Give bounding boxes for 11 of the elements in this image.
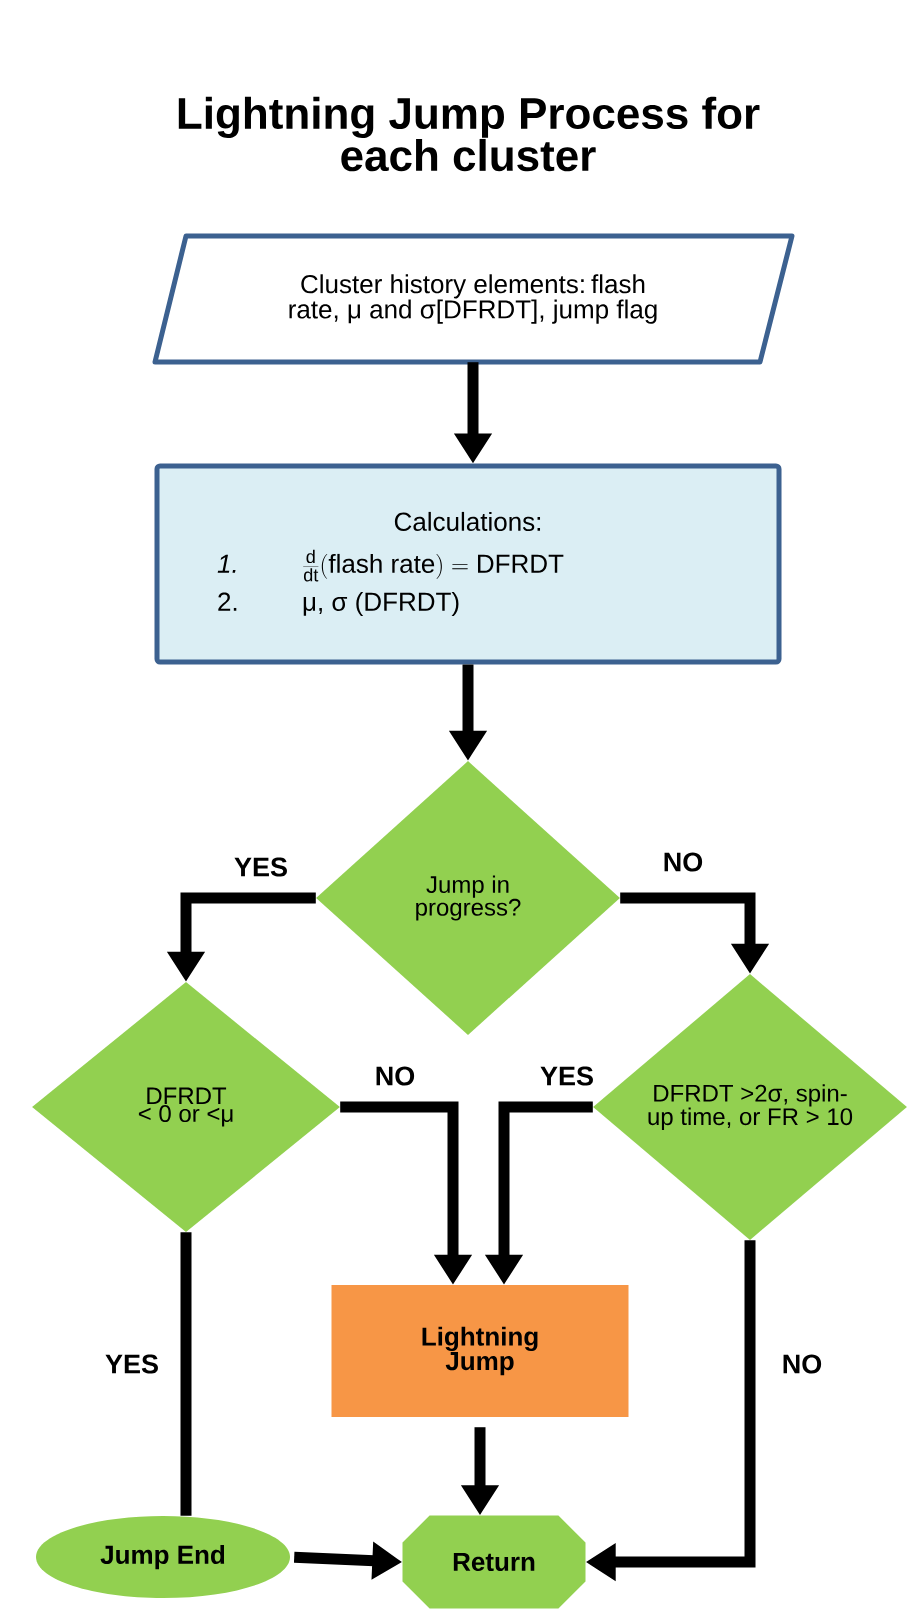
input-parallelogram: Cluster history elements: flash rate, μ and σ[DFRDT], jump flag	[152, 233, 795, 365]
edge-label: YES	[103, 1352, 161, 1376]
process-box: Lightning Jump	[331, 1285, 629, 1417]
edge-label: YES	[232, 855, 290, 879]
title: Lightning Jump Process for each cluster	[178, 96, 760, 172]
edge-label: YES	[538, 1064, 596, 1088]
process-box: Calculations: 1. $\frac{\mathrm{d}}{\mathrm{dt}}(\mathrm{flash\ rate}) = \mathrm{DFRDT}$ 2. μ, σ (DFRDT)	[154, 463, 782, 665]
terminal-octagon: Return	[402, 1515, 586, 1609]
edge-label: NO	[372, 1064, 418, 1088]
edge-label: NO	[779, 1352, 825, 1376]
edge-label: NO	[660, 850, 706, 874]
